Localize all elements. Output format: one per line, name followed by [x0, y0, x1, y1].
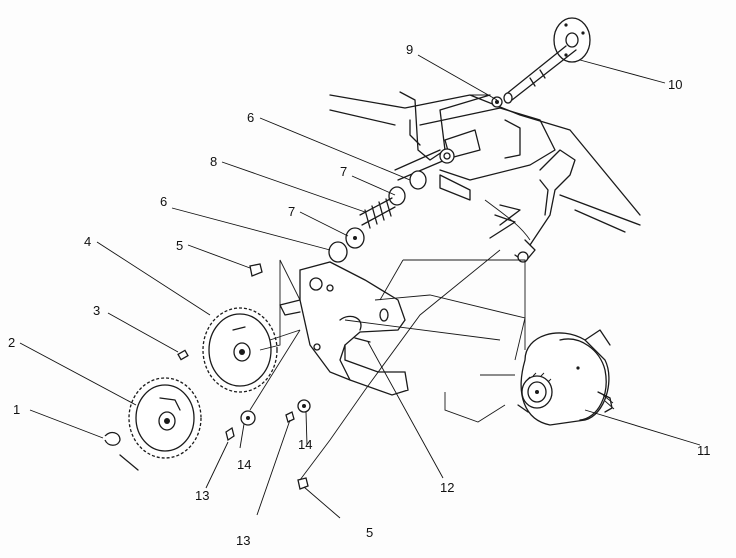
callout-13-left: 13	[195, 488, 209, 503]
callout-8: 8	[210, 154, 217, 169]
callout-10: 10	[668, 77, 682, 92]
part-3-key	[177, 349, 189, 361]
callout-12: 12	[440, 480, 454, 495]
callout-14-right: 14	[298, 437, 312, 452]
callout-5-top: 5	[176, 238, 183, 253]
callout-11: 11	[697, 443, 711, 458]
screw-13-left	[225, 426, 235, 442]
gear-2	[119, 377, 202, 471]
shaft-spacers	[328, 170, 427, 263]
callout-7-top: 7	[340, 164, 347, 179]
callout-2: 2	[8, 335, 15, 350]
callout-5-bottom: 5	[366, 525, 373, 540]
screw-5-bottom	[297, 477, 309, 490]
callout-4: 4	[84, 234, 91, 249]
callout-1: 1	[13, 402, 20, 417]
gear-4	[202, 307, 278, 393]
callout-13-right: 13	[236, 533, 250, 548]
bracket-plate	[279, 261, 409, 396]
screw-5-top	[249, 263, 263, 277]
callout-6-bottom: 6	[160, 194, 167, 209]
callout-3: 3	[93, 303, 100, 318]
callout-14-left: 14	[237, 457, 251, 472]
assembly-guide-lines	[249, 249, 526, 481]
screw-13-right	[285, 411, 295, 423]
callout-9: 9	[406, 42, 413, 57]
callout-labels: 1 2 3 4 5 5 6 6 7 7 8 9 10 11 12 13 13 1…	[8, 42, 711, 548]
leader-lines	[19, 54, 701, 519]
chassis-frame	[329, 91, 641, 263]
flanged-shaft	[503, 17, 591, 104]
callout-6-top: 6	[247, 110, 254, 125]
part-1-clip	[104, 431, 121, 446]
motor-assembly	[517, 329, 615, 426]
callout-7-bottom: 7	[288, 204, 295, 219]
